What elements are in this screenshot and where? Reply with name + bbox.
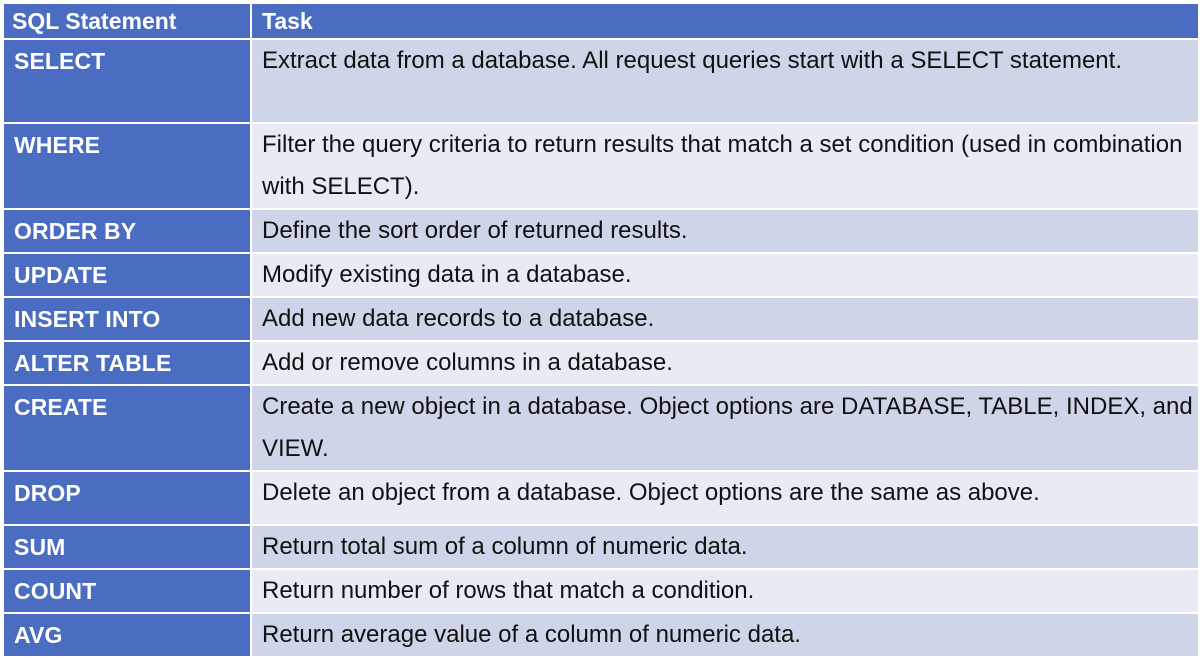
statement-cell: DROP — [2, 470, 252, 526]
statement-cell: ALTER TABLE — [2, 340, 252, 386]
table-row: WHERE Filter the query criteria to retur… — [2, 122, 1200, 210]
statement-cell: SELECT — [2, 38, 252, 124]
table-row: CREATE Create a new object in a database… — [2, 384, 1200, 472]
statement-cell: CREATE — [2, 384, 252, 472]
statement-cell: COUNT — [2, 568, 252, 614]
task-cell: Add new data records to a database. — [250, 296, 1200, 342]
task-cell: Add or remove columns in a database. — [250, 340, 1200, 386]
statement-cell: ORDER BY — [2, 208, 252, 254]
task-cell: Return total sum of a column of numeric … — [250, 524, 1200, 570]
task-cell: Return number of rows that match a condi… — [250, 568, 1200, 614]
table-row: SUM Return total sum of a column of nume… — [2, 524, 1200, 570]
statement-cell: AVG — [2, 612, 252, 658]
task-cell: Return average value of a column of nume… — [250, 612, 1200, 658]
table-row: DROP Delete an object from a database. O… — [2, 470, 1200, 526]
table-row: COUNT Return number of rows that match a… — [2, 568, 1200, 614]
table-row: ORDER BY Define the sort order of return… — [2, 208, 1200, 254]
task-cell: Modify existing data in a database. — [250, 252, 1200, 298]
header-task: Task — [250, 2, 1200, 40]
table-row: INSERT INTO Add new data records to a da… — [2, 296, 1200, 342]
table-row: UPDATE Modify existing data in a databas… — [2, 252, 1200, 298]
statement-cell: UPDATE — [2, 252, 252, 298]
statement-cell: INSERT INTO — [2, 296, 252, 342]
task-cell: Filter the query criteria to return resu… — [250, 122, 1200, 210]
header-sql-statement: SQL Statement — [2, 2, 252, 40]
statement-cell: WHERE — [2, 122, 252, 210]
task-cell: Define the sort order of returned result… — [250, 208, 1200, 254]
table-header-row: SQL Statement Task — [2, 2, 1200, 40]
task-cell: Create a new object in a database. Objec… — [250, 384, 1200, 472]
task-cell: Delete an object from a database. Object… — [250, 470, 1200, 526]
table-row: SELECT Extract data from a database. All… — [2, 38, 1200, 124]
statement-cell: SUM — [2, 524, 252, 570]
table-row: AVG Return average value of a column of … — [2, 612, 1200, 658]
table-row: ALTER TABLE Add or remove columns in a d… — [2, 340, 1200, 386]
task-cell: Extract data from a database. All reques… — [250, 38, 1200, 124]
